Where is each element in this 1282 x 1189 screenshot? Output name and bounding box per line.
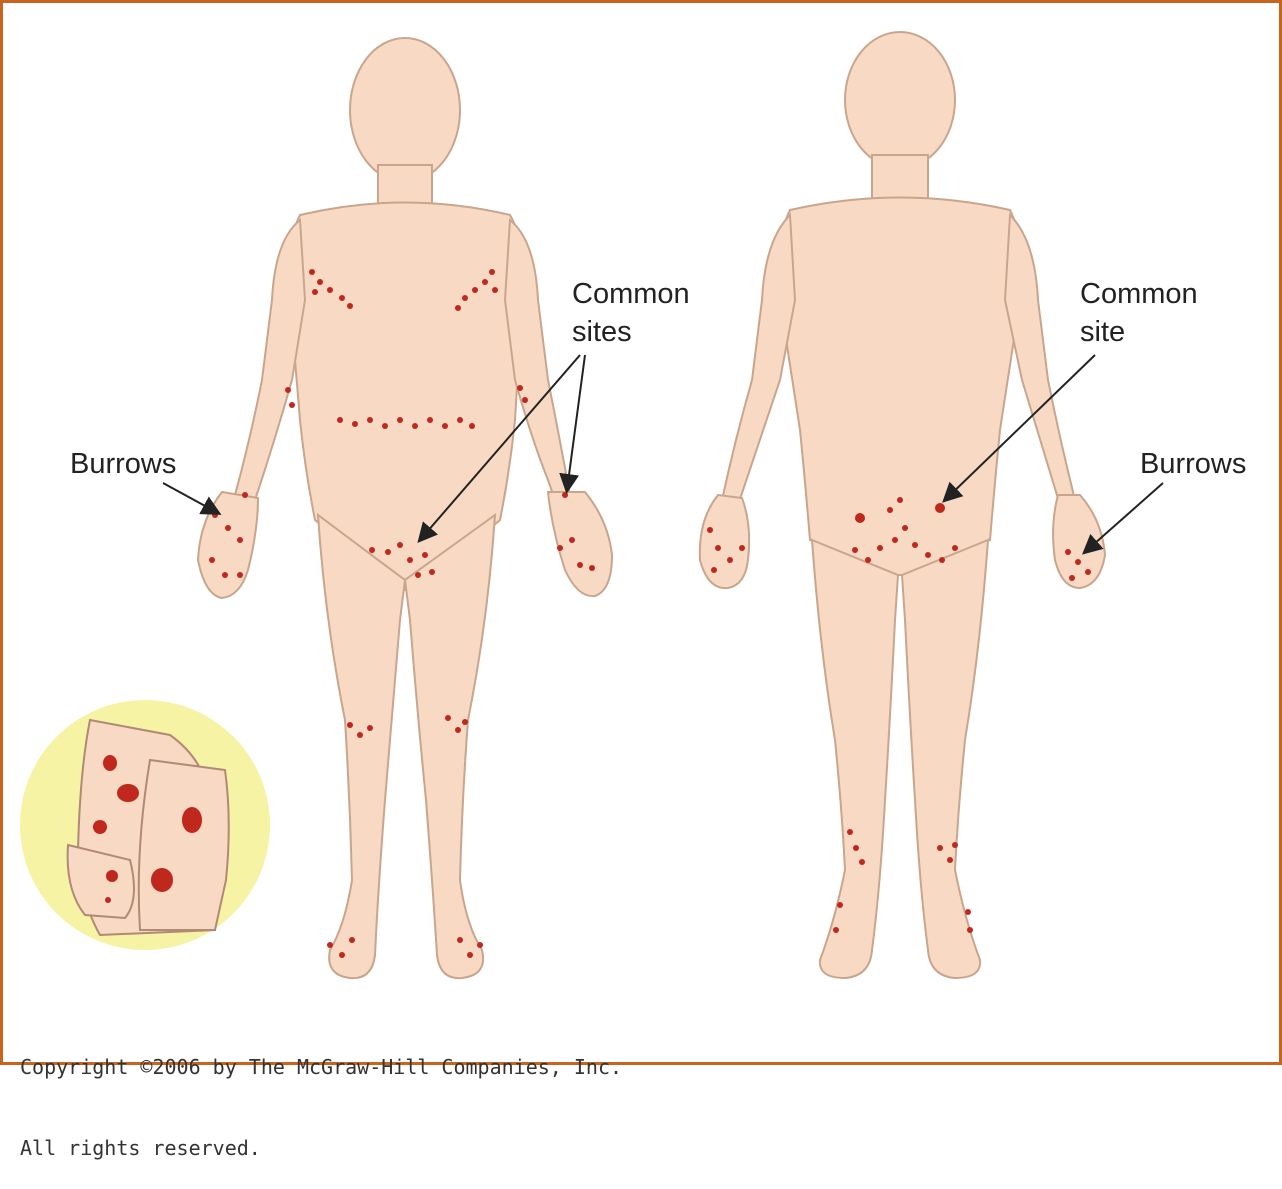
back-common-site-line2: site (1080, 316, 1125, 348)
back-common-site-label: Common site (1080, 275, 1198, 351)
front-common-sites-label: Common sites (572, 275, 690, 351)
burrow-closeup-inset (20, 700, 270, 950)
scabies-distribution-illustration (0, 0, 1282, 1065)
back-body-figure (700, 32, 1105, 978)
back-common-site-line1: Common (1080, 278, 1198, 310)
front-burrows-label: Burrows (70, 445, 176, 483)
copyright-line-1: Copyright ©2006 by The McGraw-Hill Compa… (20, 1054, 622, 1081)
front-common-sites-line1: Common (572, 278, 690, 310)
back-burrows-label: Burrows (1140, 445, 1246, 483)
copyright-notice: Copyright ©2006 by The McGraw-Hill Compa… (20, 1000, 622, 1189)
copyright-line-2: All rights reserved. (20, 1135, 622, 1162)
front-common-sites-line2: sites (572, 316, 632, 348)
